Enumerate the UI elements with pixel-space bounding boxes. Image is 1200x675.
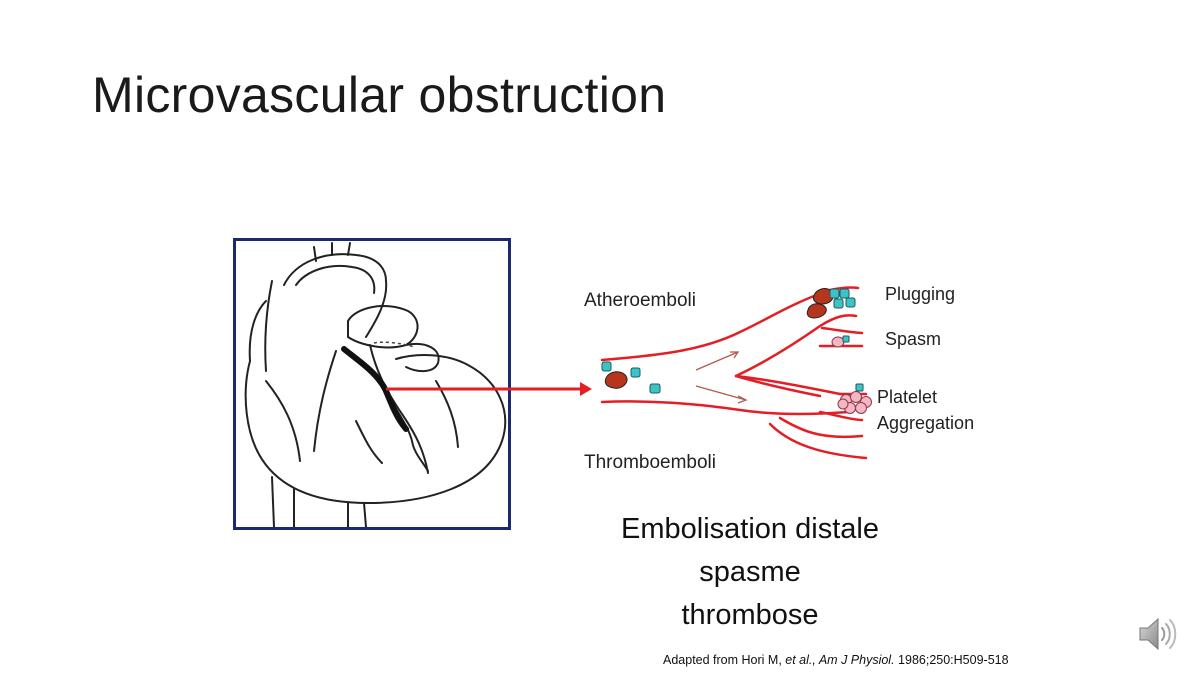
caption-line-2: spasme [699,556,801,588]
platelet-cyan-cell [855,383,864,392]
reference-prefix: Adapted from Hori M, [663,653,786,667]
caption-line-1: Embolisation distale [621,513,879,545]
label-atheroemboli: Atheroemboli [584,290,696,311]
emboli-trunk [601,361,661,394]
reference-journal: et al., Am J Physiol. [785,653,895,667]
label-spasm: Spasm [885,329,942,349]
label-platelet: Platelet [877,387,938,407]
flow-arrows [695,351,748,404]
reference-citation: Adapted from Hori M, et al., Am J Physio… [663,653,1009,667]
label-aggregation: Aggregation [877,413,975,433]
speaker-icon[interactable] [1138,615,1178,653]
label-thromboemboli: Thromboemboli [584,452,716,473]
slide-title: Microvascular obstruction [92,67,667,123]
heart-illustration [233,238,511,530]
heart-drawing [244,242,507,527]
caption-line-3: thrombose [681,599,819,631]
plugging-cluster [806,288,856,319]
caption-block: Embolisation distale spasme thrombose [590,508,910,637]
vessel-walls [600,286,868,460]
red-arrow-head [580,382,592,396]
platelet-cluster [837,391,872,414]
reference-suffix: 1986;250:H509-518 [894,653,1009,667]
spasm-cells [831,335,850,348]
label-plugging: Plugging [885,284,956,304]
